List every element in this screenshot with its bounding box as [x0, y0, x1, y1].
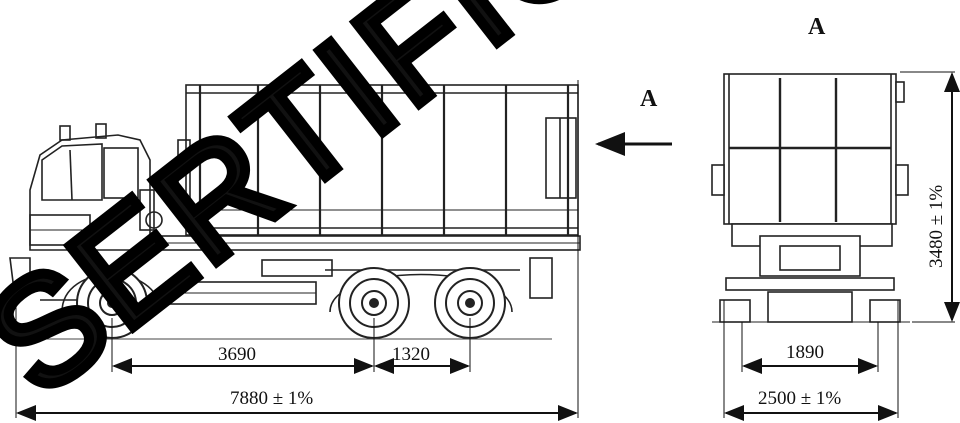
view-title: A [808, 14, 826, 40]
rear-wheel-2 [434, 267, 506, 339]
dim-wheelbase-rear: 1320 [392, 344, 430, 365]
cab [9, 123, 163, 292]
dim-overall-length: 7880 ± 1% [230, 388, 313, 409]
container-side [177, 84, 579, 236]
dim-wheelbase-front: 3690 [218, 344, 256, 365]
view-a-arrow: A [595, 86, 672, 156]
wheels [76, 267, 506, 339]
rear-wheel-1 [338, 267, 410, 339]
dimension-lines [15, 71, 960, 421]
dim-overall-width: 2500 ± 1% [758, 388, 841, 409]
dim-track-width: 1890 [786, 342, 824, 363]
truck-side-view [9, 84, 581, 313]
dim-overall-height: 3480 ± 1% [926, 185, 947, 268]
truck-front-view [711, 73, 910, 323]
view-arrow-label: A [640, 86, 658, 112]
